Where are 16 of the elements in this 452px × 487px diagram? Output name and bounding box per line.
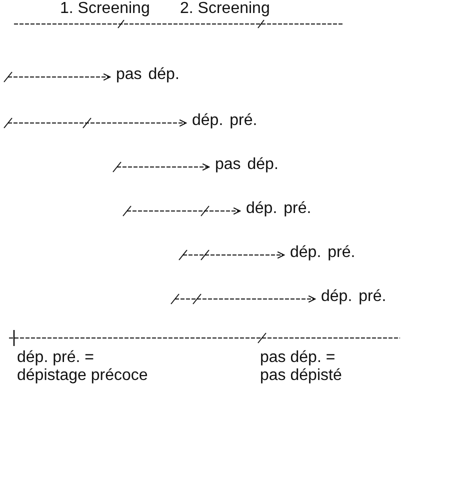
outcome-label: dép. pré. — [192, 112, 258, 130]
outcome-label: pas dép. — [215, 156, 278, 174]
arrow — [8, 119, 187, 127]
screening-label: 2. Screening — [180, 0, 271, 18]
definition-text: dép. pré. = dépistage précoce — [17, 349, 149, 385]
arrow — [182, 251, 285, 259]
outcome-label: dép. pré. — [321, 288, 386, 306]
arrow — [8, 73, 111, 81]
arrow — [116, 163, 210, 171]
arrow — [126, 207, 241, 215]
screening-label: 1. Screening — [60, 0, 151, 18]
outcome-label: dép. pré. — [246, 200, 312, 218]
outcome-label: pas dép. — [116, 66, 180, 84]
outcome-label: dép. pré. — [290, 244, 356, 262]
arrow — [174, 295, 316, 303]
definition-text: pas dép. = pas dépisté — [260, 349, 343, 385]
